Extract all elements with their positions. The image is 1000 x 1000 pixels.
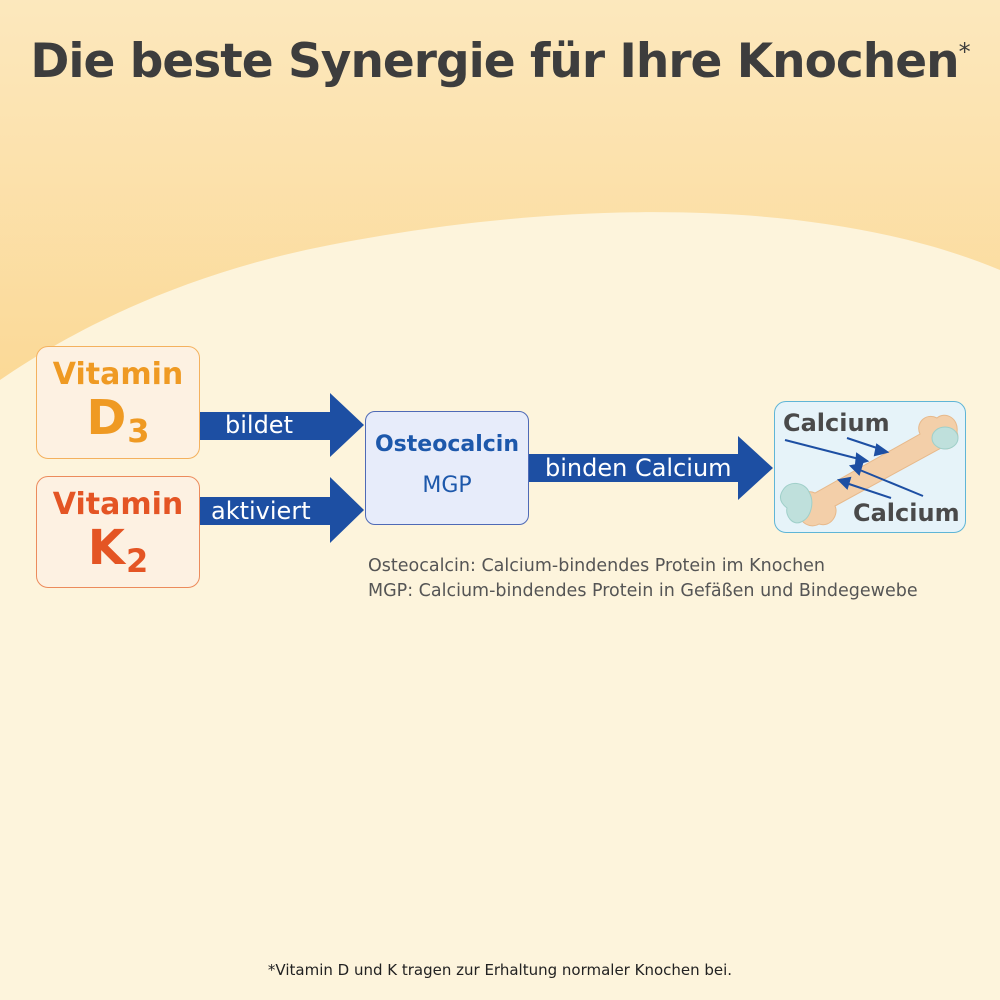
bone-icon xyxy=(779,414,959,527)
calcium-label-top: Calcium xyxy=(783,409,890,437)
vitamin-d3-name: Vitamin xyxy=(52,357,184,392)
vitamin-d3-symbol: D3 xyxy=(37,390,199,450)
arrow-label-bildet: bildet xyxy=(225,411,293,439)
protein-osteocalcin: Osteocalcin xyxy=(374,432,520,457)
arrow-bildet xyxy=(200,393,364,457)
vitamin-k2-box: Vitamin K2 xyxy=(36,476,200,588)
calcium-arrow-4 xyxy=(842,481,892,499)
legend-mgp: MGP: Calcium-bindendes Protein in Gefäße… xyxy=(368,581,918,601)
calcium-arrowhead-1 xyxy=(854,452,870,466)
proteins-box: Osteocalcin MGP xyxy=(365,411,529,525)
title-asterisk: * xyxy=(958,38,971,66)
calcium-arrow-1 xyxy=(784,439,864,461)
title-text: Die beste Synergie für Ihre Knochen xyxy=(30,34,959,89)
vitamin-k2-symbol: K2 xyxy=(37,520,199,580)
calcium-arrow-3 xyxy=(854,467,924,497)
protein-mgp: MGP xyxy=(422,473,472,498)
arrow-label-aktiviert: aktiviert xyxy=(211,497,311,525)
vitamin-d3-subscript: 3 xyxy=(127,412,150,450)
calcium-label-bottom: Calcium xyxy=(853,499,960,527)
legend-osteocalcin: Osteocalcin: Calcium-bindendes Protein i… xyxy=(368,556,826,576)
bone-joint-bottom xyxy=(779,483,813,524)
page-title: Die beste Synergie für Ihre Knochen* xyxy=(0,34,1000,89)
bone-joint-top xyxy=(931,426,959,450)
vitamin-k2-letter: K xyxy=(87,520,125,576)
vitamin-k2-subscript: 2 xyxy=(125,542,149,580)
calcium-arrowhead-3 xyxy=(848,462,864,476)
vitamin-d3-letter: D xyxy=(86,390,127,446)
bone-box: Calcium Calcium xyxy=(774,401,966,533)
background-top-wave xyxy=(0,0,1000,380)
calcium-arrowhead-2 xyxy=(873,443,890,457)
vitamin-k2-name: Vitamin xyxy=(52,487,184,522)
vitamin-d3-box: Vitamin D3 xyxy=(36,346,200,459)
arrow-binden-calcium xyxy=(529,436,773,500)
arrow-label-binden-calcium: binden Calcium xyxy=(545,454,732,482)
footnote: *Vitamin D und K tragen zur Erhaltung no… xyxy=(267,961,733,979)
calcium-arrowhead-4 xyxy=(836,476,852,490)
arrow-aktiviert xyxy=(200,477,364,543)
